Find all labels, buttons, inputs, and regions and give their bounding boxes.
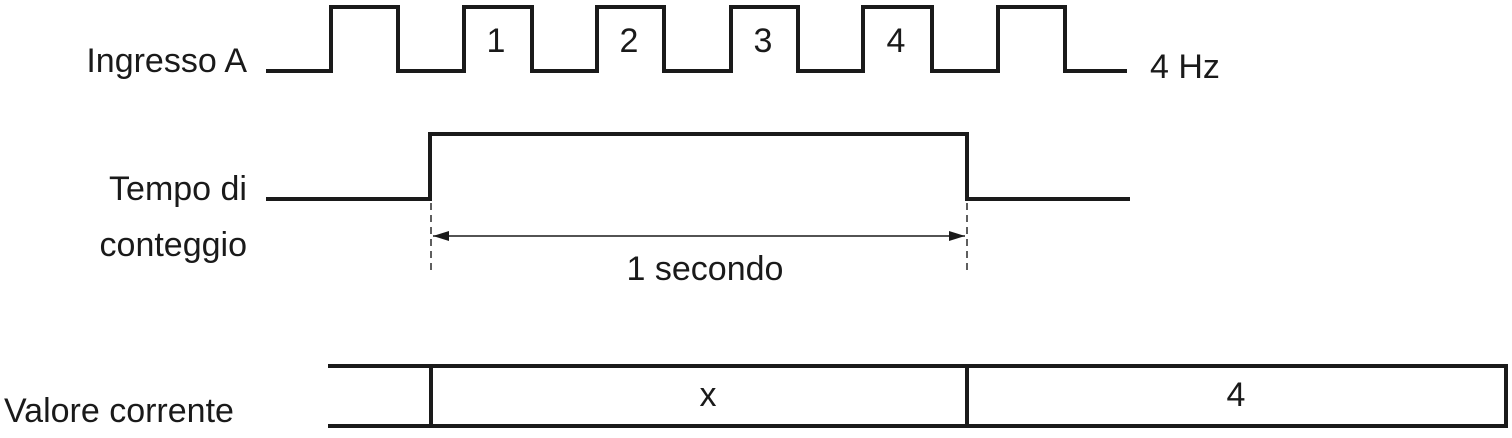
frequency-label: 4 Hz [1150,48,1220,86]
current-value-label: Valore corrente [4,392,234,430]
input-a-waveform [266,5,1127,73]
count-time-waveform [266,132,1130,201]
count-time-label-line2: conteggio [100,226,247,264]
current-value-bus [328,364,1508,428]
current-value-cell-4: 4 [1227,376,1246,414]
pulse-number-1: 1 [487,22,506,60]
input-a-label: Ingresso A [86,42,247,80]
current-value-cell-x: x [700,376,717,414]
pulse-number-2: 2 [620,22,639,60]
pulse-number-4: 4 [887,22,906,60]
count-time-label-line1: Tempo di [109,170,247,208]
pulse-number-3: 3 [754,22,773,60]
duration-label: 1 secondo [627,250,784,288]
